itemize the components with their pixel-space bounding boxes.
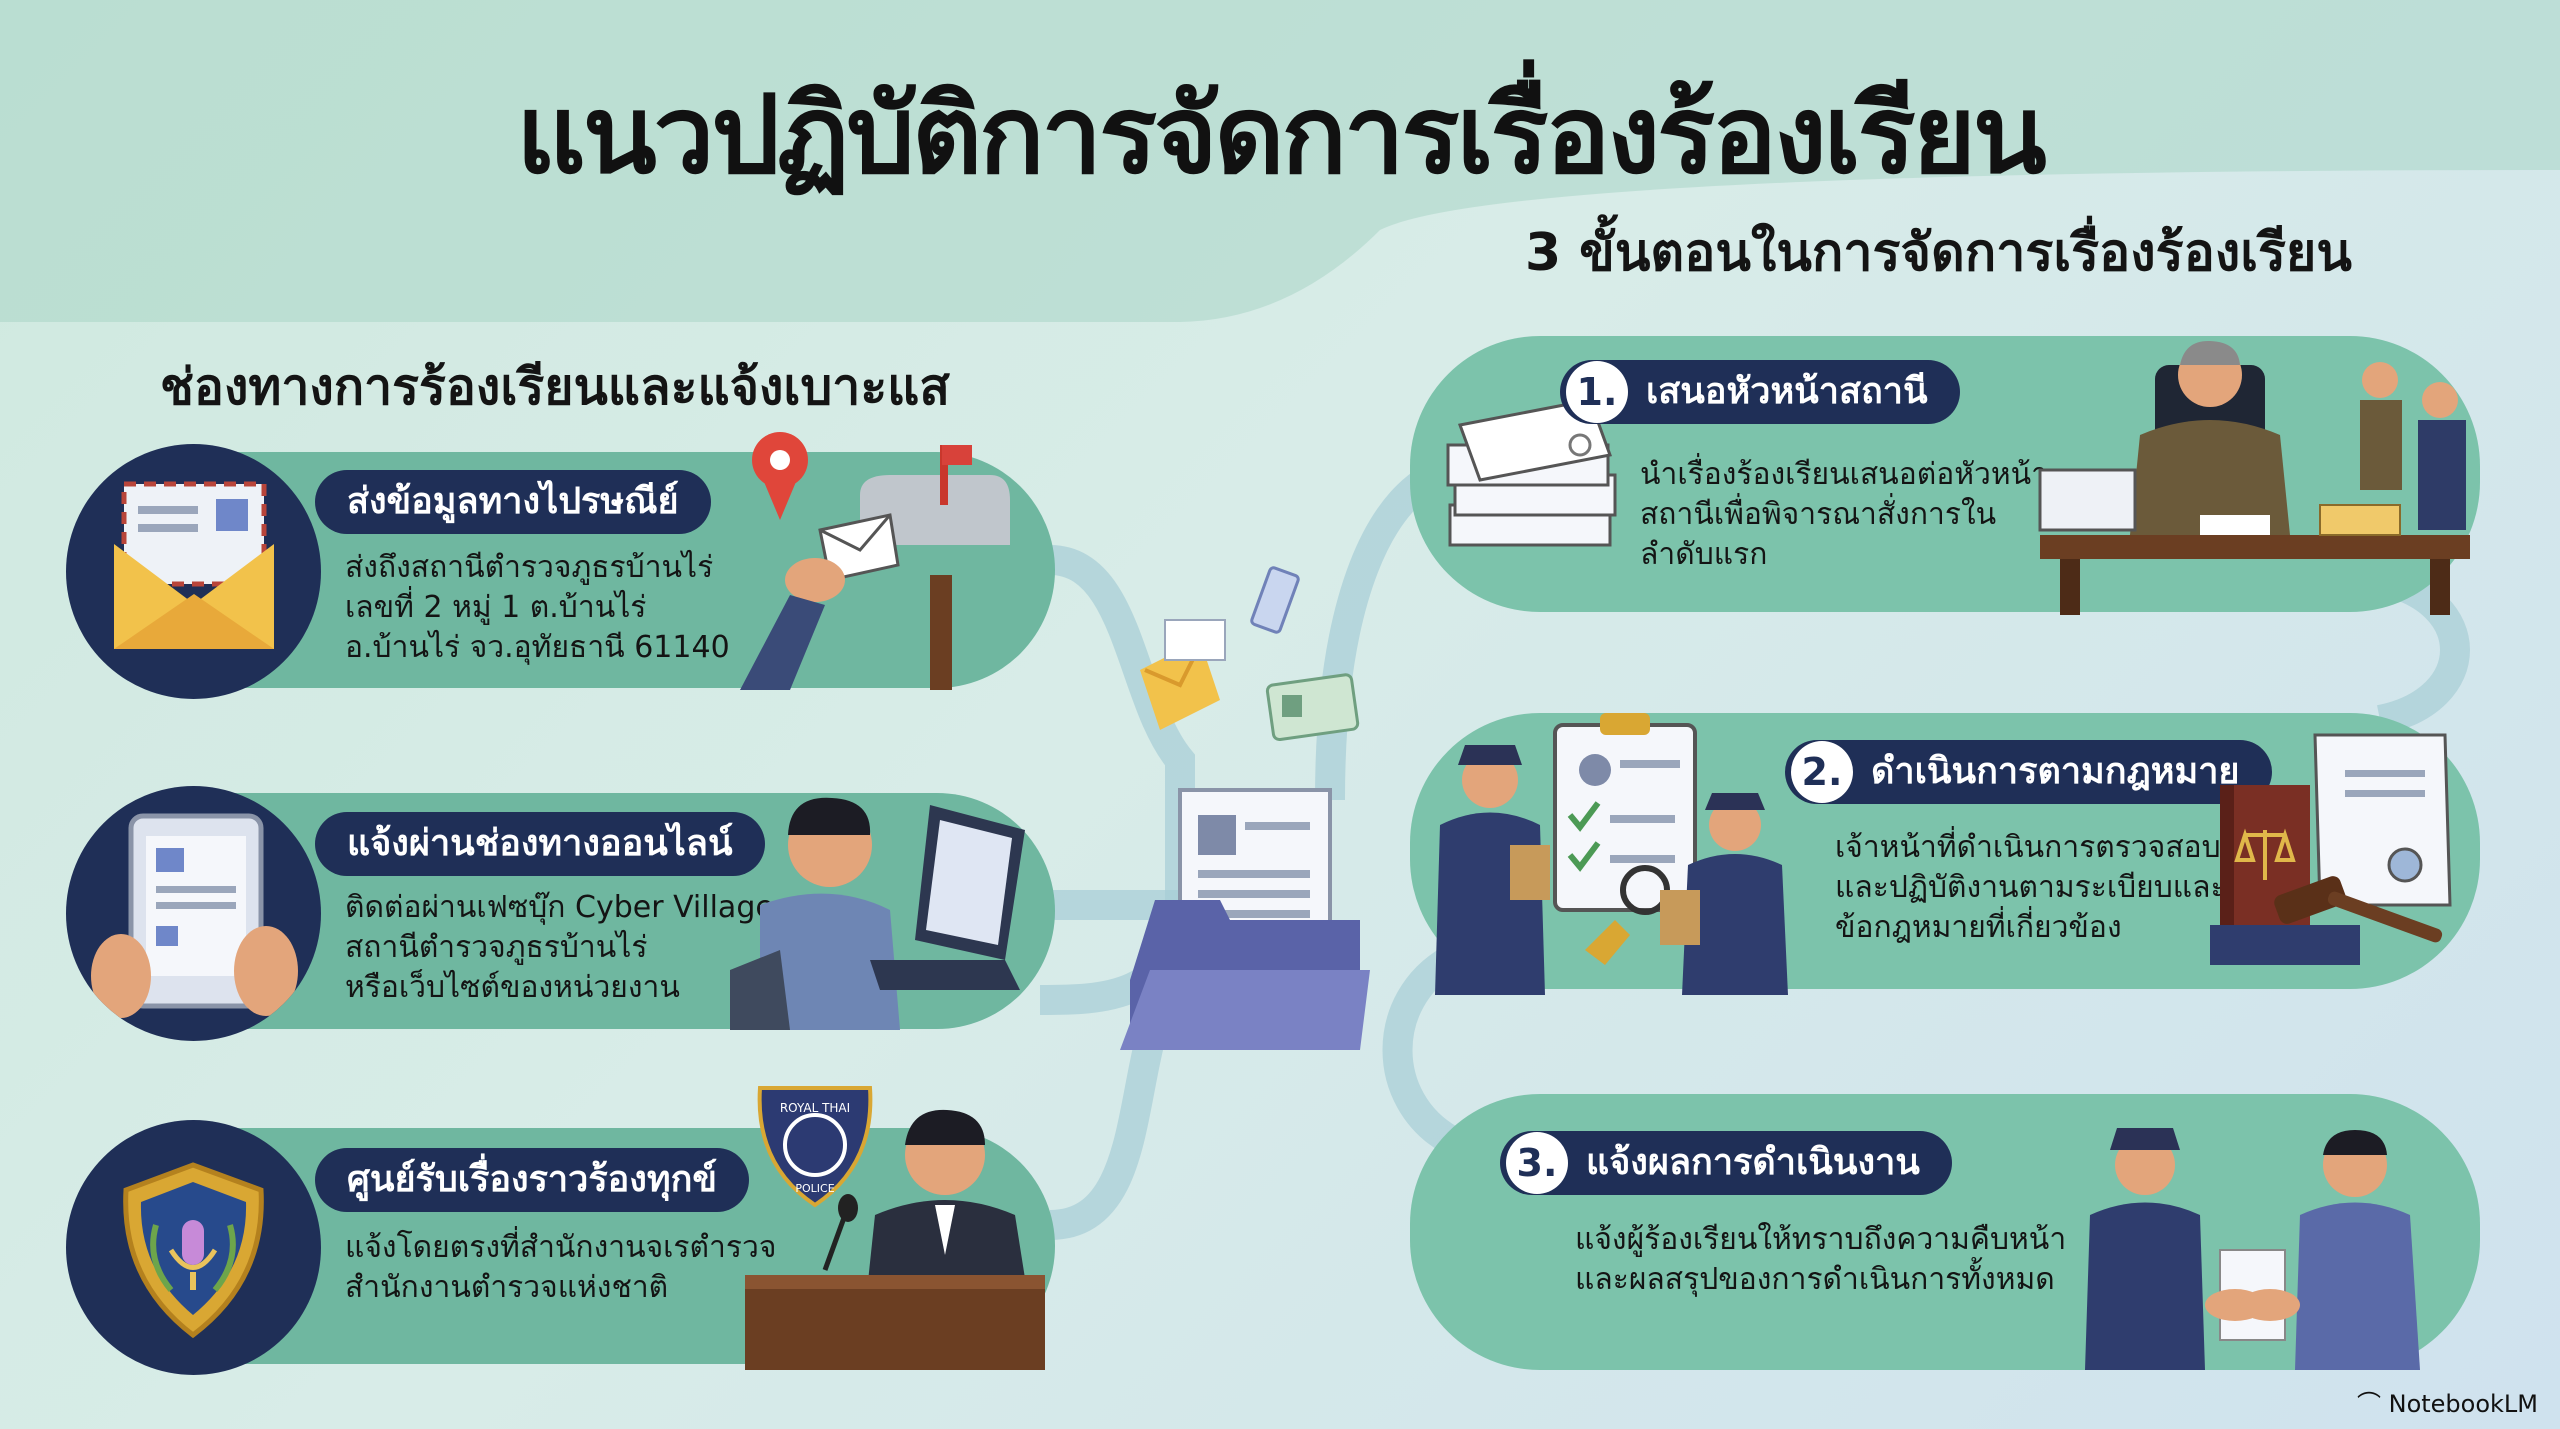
desc-line: แจ้งโดยตรงที่สำนักงานจเรตำรวจ bbox=[345, 1230, 777, 1265]
mailbox-illustration bbox=[740, 432, 1010, 690]
desc-line: สำนักงานตำรวจแห่งชาติ bbox=[345, 1270, 669, 1305]
desc-line: ส่งถึงสถานีตำรวจภูธรบ้านไร่ bbox=[345, 550, 714, 585]
channel-online-badge bbox=[66, 786, 321, 1041]
step-3-number: 3. bbox=[1506, 1132, 1568, 1194]
document-stack-illustration bbox=[1446, 398, 1617, 547]
step-2-number: 2. bbox=[1791, 741, 1853, 803]
police-badge-icon bbox=[123, 1162, 264, 1339]
desc-line: แจ้งผู้ร้องเรียนให้ทราบถึงความคืบหน้า bbox=[1575, 1222, 2067, 1257]
channel-mail-label: ส่งข้อมูลทางไปรษณีย์ bbox=[315, 470, 711, 534]
desc-line: ลำดับแรก bbox=[1640, 537, 1768, 572]
law-book-gavel-illustration bbox=[2210, 733, 2452, 965]
page-title: แนวปฏิบัติการจัดการเรื่องร้องเรียน bbox=[516, 73, 2047, 198]
tablet-icon bbox=[91, 813, 298, 1018]
desc-line: นำเรื่องร้องเรียนเสนอต่อหัวหน้า bbox=[1640, 457, 2048, 492]
badge-police-text: POLICE bbox=[795, 1182, 834, 1195]
step-1-description: นำเรื่องร้องเรียนเสนอต่อหัวหน้า สถานีเพื… bbox=[1640, 455, 2048, 575]
channel-online-description: ติดต่อผ่านเฟซบุ๊ก Cyber Village สถานีตำร… bbox=[345, 888, 774, 1008]
channel-mail-badge bbox=[66, 444, 321, 699]
step-1-title: เสนอหัวหน้าสถานี bbox=[1646, 371, 1928, 412]
channel-center-badge bbox=[66, 1120, 321, 1375]
channel-mail-description: ส่งถึงสถานีตำรวจภูธรบ้านไร่ เลขที่ 2 หมู… bbox=[345, 548, 730, 668]
step-2-description: เจ้าหน้าที่ดำเนินการตรวจสอบ และปฏิบัติงา… bbox=[1835, 828, 2227, 948]
step-3-label: 3. แจ้งผลการดำเนินงาน bbox=[1500, 1131, 1952, 1195]
step-2-title: ดำเนินการตามกฎหมาย bbox=[1871, 751, 2240, 792]
step-2-label: 2. ดำเนินการตามกฎหมาย bbox=[1785, 740, 2272, 804]
podium-officer-illustration: ROYAL THAI POLICE bbox=[745, 1086, 1045, 1370]
step-3-title: แจ้งผลการดำเนินงาน bbox=[1586, 1142, 1920, 1183]
desc-line: หรือเว็บไซต์ของหน่วยงาน bbox=[345, 970, 680, 1005]
notebooklm-logo-icon: ⌒ bbox=[2356, 1390, 2381, 1418]
desc-line: และปฏิบัติงานตามระเบียบและ bbox=[1835, 870, 2227, 905]
desc-line: ติดต่อผ่านเฟซบุ๊ก Cyber Village bbox=[345, 890, 774, 925]
desc-line: สถานีเพื่อพิจารณาสั่งการใน bbox=[1640, 497, 1997, 532]
desc-line: เจ้าหน้าที่ดำเนินการตรวจสอบ bbox=[1835, 830, 2221, 865]
desc-line: สถานีตำรวจภูธรบ้านไร่ bbox=[345, 930, 648, 965]
step-1-number: 1. bbox=[1566, 361, 1628, 423]
channel-center-label: ศูนย์รับเรื่องราวร้องทุกข์ bbox=[315, 1148, 750, 1212]
notebooklm-brand: ⌒ NotebookLM bbox=[2357, 1384, 2538, 1419]
envelope-icon bbox=[114, 481, 274, 649]
brand-label: NotebookLM bbox=[2388, 1390, 2538, 1418]
complaint-folder-illustration bbox=[1120, 566, 1370, 1050]
desc-line: อ.บ้านไร่ จว.อุทัยธานี 61140 bbox=[345, 630, 730, 665]
officers-inspection-illustration bbox=[1435, 713, 1788, 995]
handshake-illustration bbox=[2085, 1128, 2420, 1370]
laptop-user-illustration bbox=[730, 797, 1025, 1030]
left-section-heading: ช่องทางการร้องเรียนและแจ้งเบาะแส bbox=[160, 358, 950, 416]
channel-online-label: แจ้งผ่านช่องทางออนไลน์ bbox=[315, 812, 765, 876]
step-1-label: 1. เสนอหัวหน้าสถานี bbox=[1560, 360, 1960, 424]
right-section-heading: 3 ขั้นตอนในการจัดการเรื่องร้องเรียน bbox=[1525, 223, 2352, 283]
chief-at-desk-illustration bbox=[2038, 340, 2470, 615]
desc-line: ข้อกฎหมายที่เกี่ยวข้อง bbox=[1835, 910, 2122, 945]
channel-center-description: แจ้งโดยตรงที่สำนักงานจเรตำรวจ สำนักงานตำ… bbox=[345, 1228, 776, 1308]
desc-line: และผลสรุปของการดำเนินการทั้งหมด bbox=[1575, 1262, 2055, 1297]
desc-line: เลขที่ 2 หมู่ 1 ต.บ้านไร่ bbox=[345, 590, 647, 625]
step-3-description: แจ้งผู้ร้องเรียนให้ทราบถึงความคืบหน้า แล… bbox=[1575, 1220, 2066, 1300]
royal-thai-text: ROYAL THAI bbox=[780, 1101, 850, 1115]
